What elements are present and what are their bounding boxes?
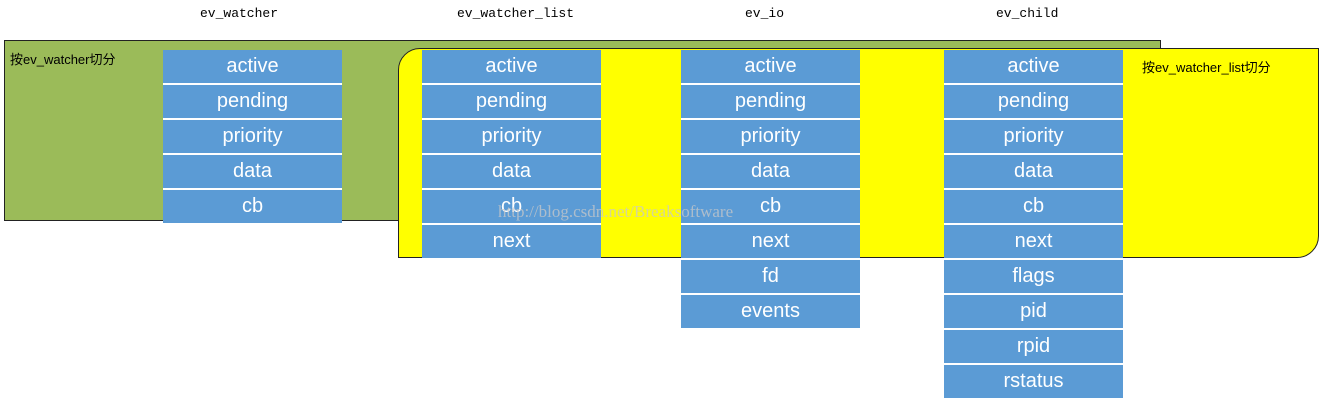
field-data: data (422, 155, 601, 188)
field-cb: cb (944, 190, 1123, 223)
field-active: active (681, 50, 860, 83)
field-next: next (944, 225, 1123, 258)
field-events: events (681, 295, 860, 328)
field-cb: cb (163, 190, 342, 223)
field-active: active (163, 50, 342, 83)
field-data: data (163, 155, 342, 188)
field-cb: cb (681, 190, 860, 223)
field-data: data (681, 155, 860, 188)
field-pid: pid (944, 295, 1123, 328)
field-priority: priority (163, 120, 342, 153)
field-data: data (944, 155, 1123, 188)
field-priority: priority (944, 120, 1123, 153)
field-cb: cb (422, 190, 601, 223)
field-pending: pending (944, 85, 1123, 118)
field-flags: flags (944, 260, 1123, 293)
field-pending: pending (163, 85, 342, 118)
field-rstatus: rstatus (944, 365, 1123, 398)
field-priority: priority (681, 120, 860, 153)
header-ev-watcher: ev_watcher (200, 6, 279, 21)
field-active: active (944, 50, 1123, 83)
field-next: next (681, 225, 860, 258)
field-rpid: rpid (944, 330, 1123, 363)
field-next: next (422, 225, 601, 258)
field-priority: priority (422, 120, 601, 153)
field-fd: fd (681, 260, 860, 293)
header-ev-child: ev_child (996, 6, 1059, 21)
field-pending: pending (422, 85, 601, 118)
ev-watcher-split-label: 按ev_watcher切分 (10, 52, 116, 67)
field-pending: pending (681, 85, 860, 118)
field-active: active (422, 50, 601, 83)
ev-watcher-list-split-label: 按ev_watcher_list切分 (1142, 60, 1271, 75)
header-ev-watcher-list: ev_watcher_list (457, 6, 575, 21)
header-ev-io: ev_io (745, 6, 785, 21)
